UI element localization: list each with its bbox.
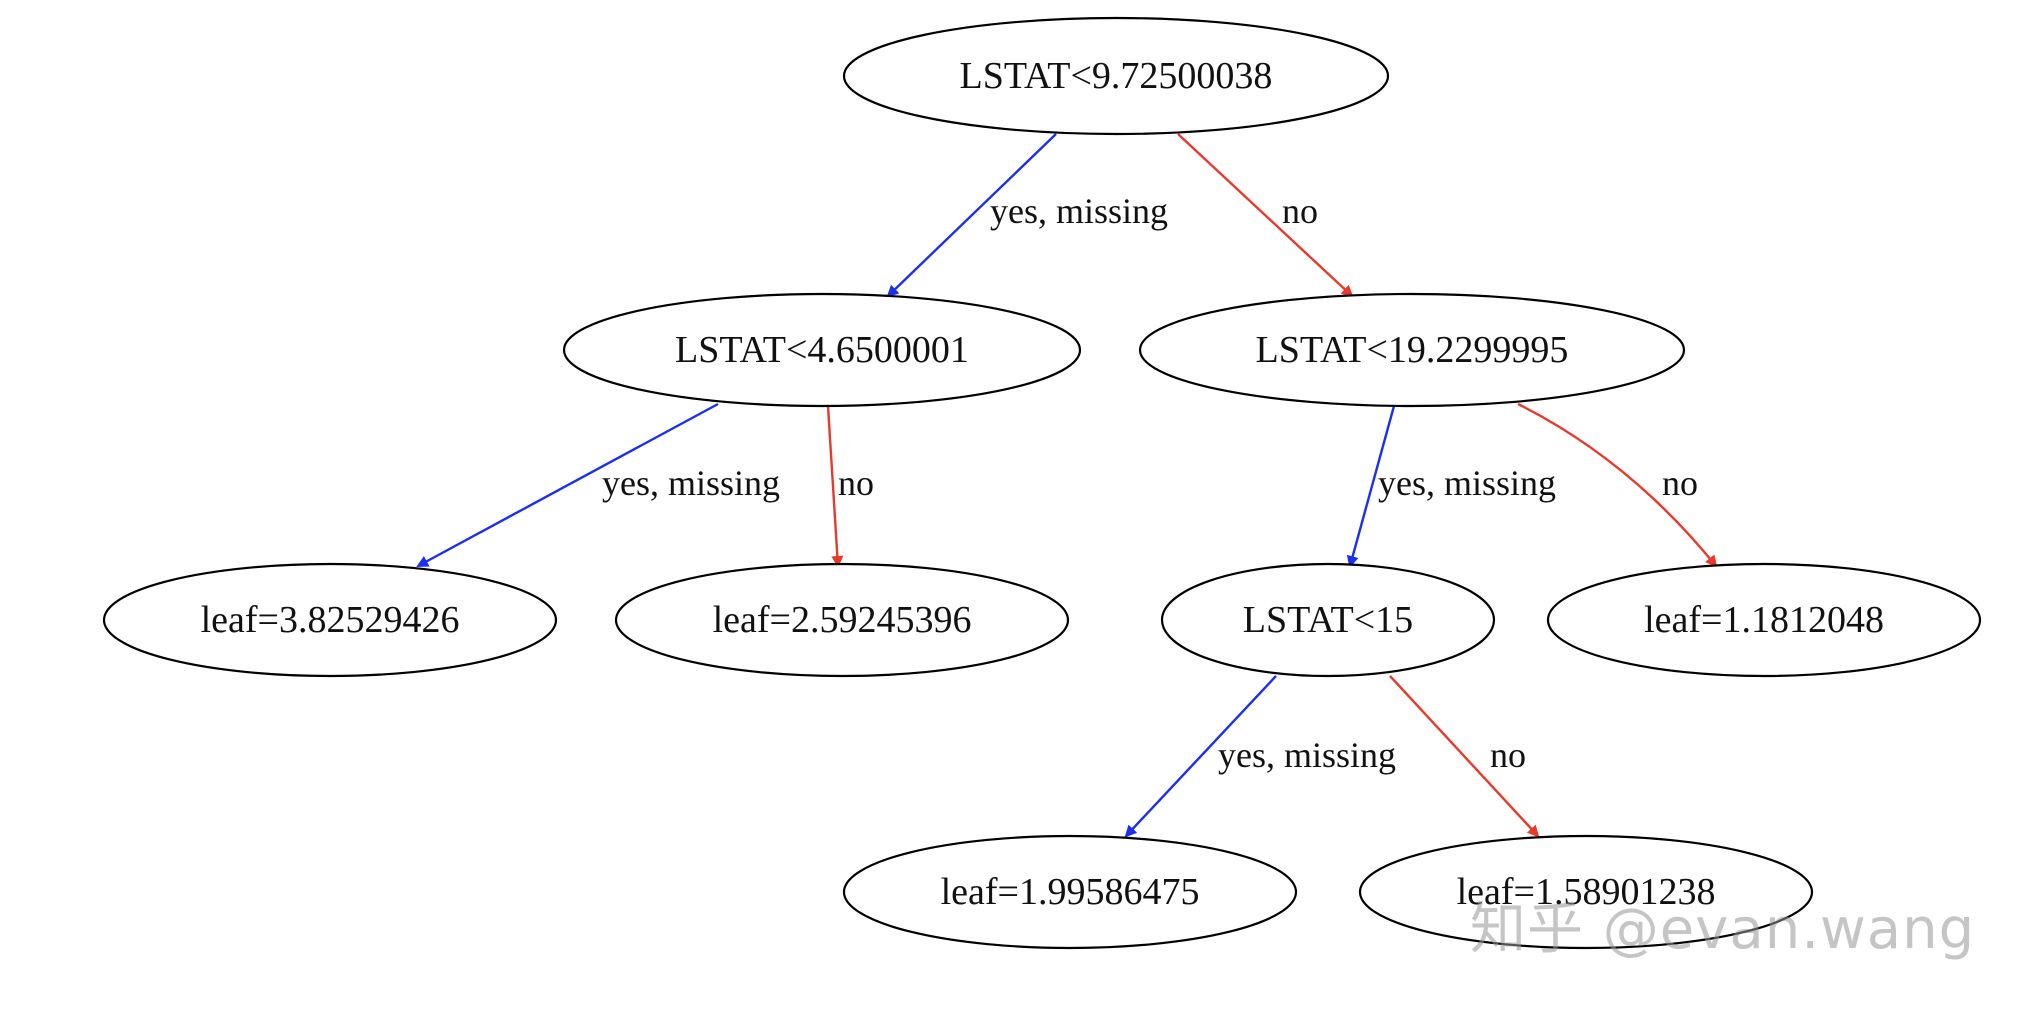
edge-label: yes, missing: [990, 191, 1168, 231]
edge-label: yes, missing: [1378, 463, 1556, 503]
node-leaf-3-825: leaf=3.82529426: [102, 562, 558, 678]
node-lstat-15: LSTAT<15: [1160, 562, 1496, 678]
edge-n1-n4: no: [826, 405, 874, 568]
node-ellipse: [1358, 834, 1814, 950]
node-lstat-9-725: LSTAT<9.72500038: [842, 16, 1390, 136]
node-label: leaf=2.59245396: [713, 599, 972, 641]
node-ellipse: [562, 292, 1082, 408]
edge-line: [1517, 402, 1718, 568]
edge-line: [1124, 675, 1277, 838]
node-leaf-2-592: leaf=2.59245396: [614, 562, 1070, 678]
edge-line: [1177, 133, 1354, 298]
edge-n2-n5: yes, missing: [1346, 405, 1556, 568]
edge-n5-n7: yes, missing: [1124, 675, 1396, 838]
node-label: leaf=1.1812048: [1644, 599, 1884, 641]
node-label: LSTAT<15: [1243, 599, 1413, 641]
edge-label: no: [1282, 191, 1318, 231]
node-leaf-1-996: leaf=1.99586475: [842, 834, 1298, 950]
edge-n0-n1: yes, missing: [886, 133, 1168, 298]
edge-line: [1389, 675, 1540, 838]
edge-n5-n8: no: [1389, 675, 1540, 838]
node-ellipse: [842, 834, 1298, 950]
node-ellipse: [1160, 562, 1496, 678]
node-label: leaf=3.82529426: [201, 599, 460, 641]
node-lstat-19-23: LSTAT<19.2299995: [1138, 292, 1686, 408]
node-lstat-4-65: LSTAT<4.6500001: [562, 292, 1082, 408]
node-leaf-1-181: leaf=1.1812048: [1546, 562, 1982, 678]
edge-label: yes, missing: [602, 463, 780, 503]
node-label: LSTAT<9.72500038: [960, 55, 1273, 97]
node-ellipse: [102, 562, 558, 678]
edge-label: no: [1662, 463, 1698, 503]
edge-line: [886, 133, 1057, 298]
edge-line: [1346, 405, 1396, 568]
edge-label: no: [1490, 735, 1526, 775]
edge-line: [826, 405, 844, 568]
edge-label: yes, missing: [1218, 735, 1396, 775]
edge-line: [416, 402, 719, 568]
node-label: LSTAT<4.6500001: [675, 329, 969, 371]
edge-n2-n6: no: [1517, 402, 1718, 568]
node-ellipse: [1546, 562, 1982, 678]
node-ellipse: [1138, 292, 1686, 408]
edges: yes, missing no yes, missing no yes, mis…: [416, 133, 1718, 838]
node-ellipse: [614, 562, 1070, 678]
node-leaf-1-589: leaf=1.58901238: [1358, 834, 1814, 950]
node-ellipse: [842, 16, 1390, 136]
node-label: LSTAT<19.2299995: [1256, 329, 1569, 371]
nodes: LSTAT<9.72500038 LSTAT<4.6500001 LSTAT<1…: [102, 16, 1982, 950]
edge-n0-n2: no: [1177, 133, 1354, 298]
edge-n1-n3: yes, missing: [416, 402, 780, 568]
edge-label: no: [838, 463, 874, 503]
node-label: leaf=1.58901238: [1457, 871, 1716, 913]
watermark-text: 知乎 @evan.wang: [1470, 897, 1976, 962]
node-label: leaf=1.99586475: [941, 871, 1200, 913]
